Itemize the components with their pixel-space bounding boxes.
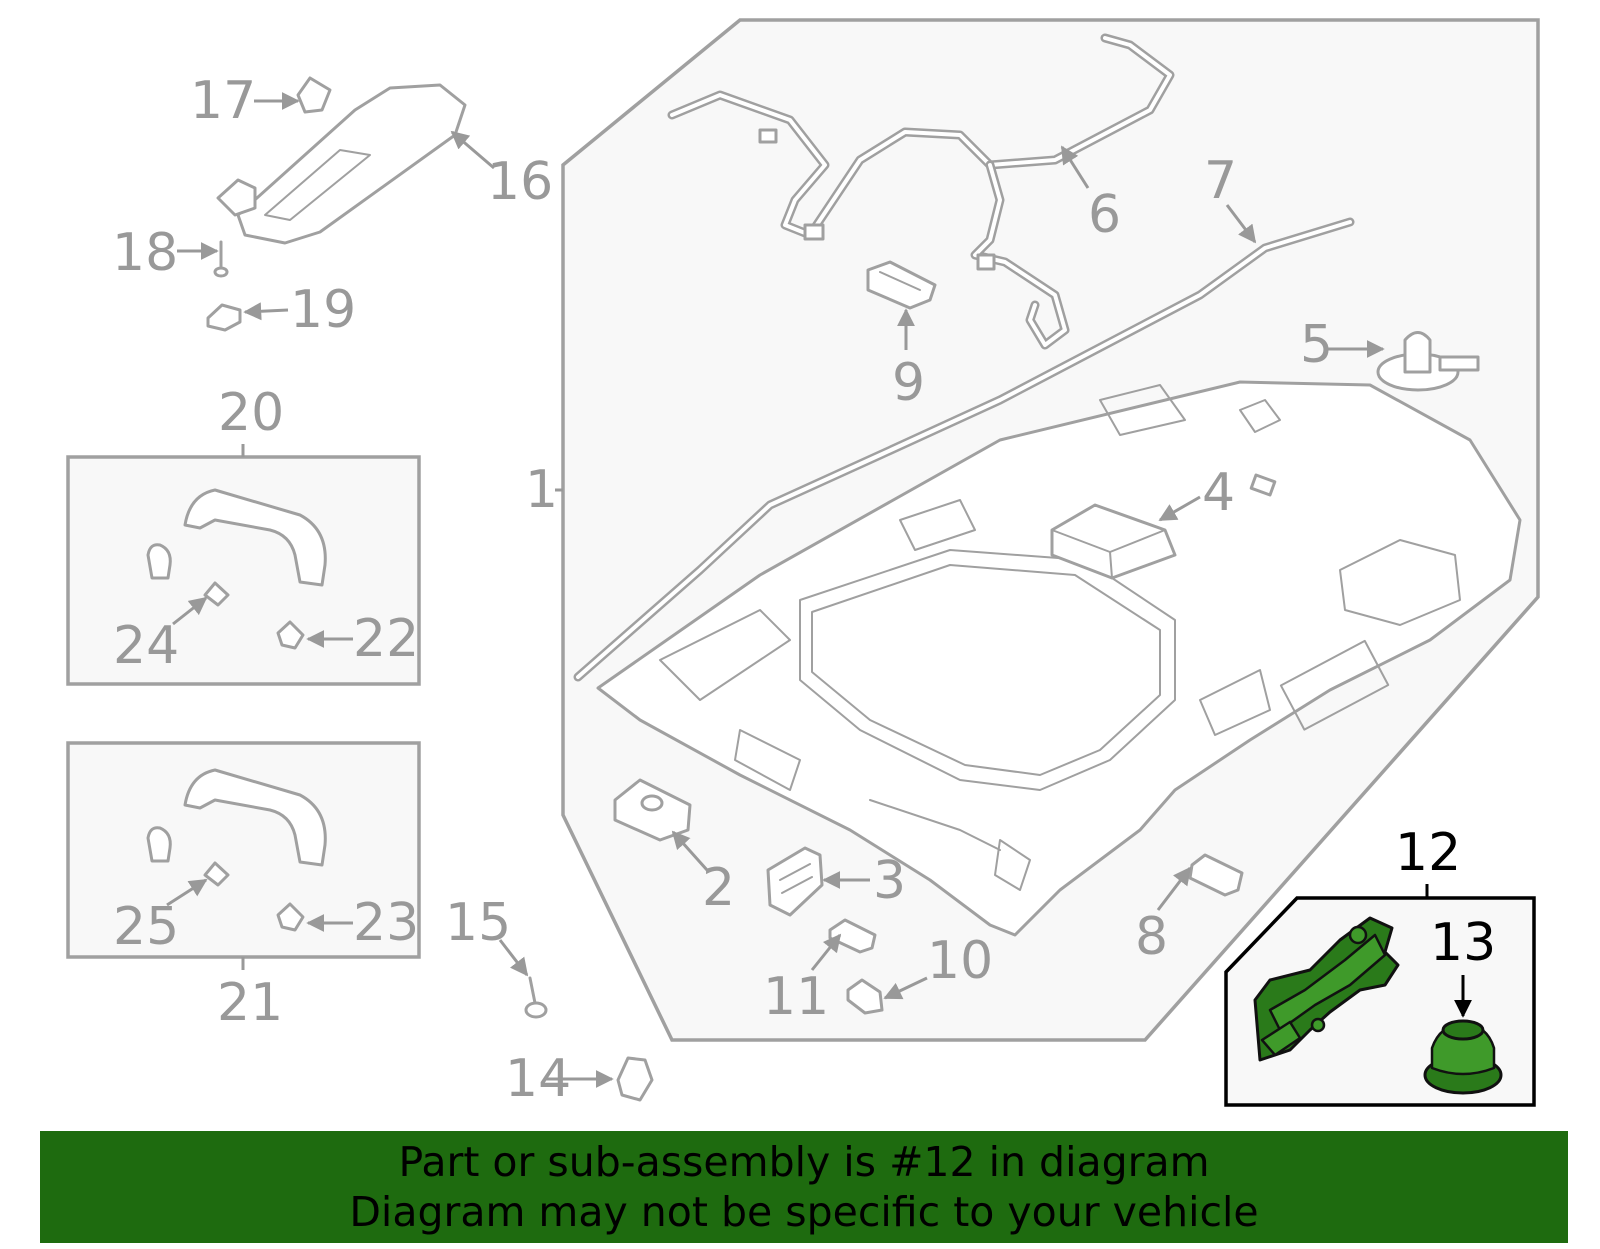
callout-9: 9 — [892, 353, 925, 413]
callout-7: 7 — [1204, 151, 1237, 211]
sun-visor-16 — [216, 83, 467, 245]
callout-14: 14 — [505, 1049, 571, 1109]
callout-10: 10 — [927, 931, 993, 991]
part-12-bracket-highlighted — [1253, 916, 1400, 1062]
headliner-trim-strip — [573, 217, 1355, 682]
leader-lines — [166, 92, 1472, 1088]
callout-1: 1 — [525, 460, 558, 520]
part-9-bracket — [866, 260, 937, 310]
callout-13: 13 — [1430, 913, 1496, 973]
callout-2: 2 — [702, 858, 735, 918]
callout-8: 8 — [1135, 907, 1168, 967]
wiring-harness-6 — [667, 33, 1175, 350]
callout-21: 21 — [217, 973, 283, 1033]
part-10-bracket — [846, 978, 884, 1015]
callout-5: 5 — [1300, 315, 1333, 375]
assembly-box-20 — [66, 455, 421, 686]
callout-11: 11 — [763, 967, 829, 1027]
callout-6: 6 — [1088, 185, 1121, 245]
grab-handle-21 — [146, 768, 327, 932]
part-18-screw — [213, 240, 229, 278]
part-17-clip — [296, 76, 332, 114]
callout-23: 23 — [353, 893, 419, 953]
part-5-clip — [1376, 331, 1480, 392]
callout-17: 17 — [190, 71, 256, 131]
headliner-panel — [596, 380, 1522, 937]
callout-16: 16 — [487, 152, 553, 212]
part-15-bolt — [524, 976, 548, 1019]
callout-24: 24 — [113, 616, 179, 676]
callout-20: 20 — [218, 383, 284, 443]
callout-19: 19 — [290, 280, 356, 340]
part-4-module — [1050, 473, 1277, 580]
part-19-clip — [206, 303, 242, 332]
grab-handle-20 — [146, 488, 327, 650]
banner-line-2: Diagram may not be specific to your vehi… — [349, 1188, 1259, 1236]
callout-4: 4 — [1202, 463, 1235, 523]
callout-25: 25 — [113, 897, 179, 957]
callout-12: 12 — [1395, 823, 1461, 883]
part-2-pad — [613, 778, 692, 842]
part-13-clip-highlighted — [1423, 1019, 1503, 1095]
part-3-panel — [766, 846, 824, 917]
callout-22: 22 — [353, 609, 419, 669]
callout-3: 3 — [873, 851, 906, 911]
info-banner: Part or sub-assembly is #12 in diagram D… — [40, 1131, 1568, 1243]
banner-background — [40, 1131, 1568, 1243]
callout-15: 15 — [445, 893, 511, 953]
callout-18: 18 — [112, 223, 178, 283]
part-14-clip — [616, 1056, 654, 1102]
banner-line-1: Part or sub-assembly is #12 in diagram — [398, 1138, 1210, 1186]
